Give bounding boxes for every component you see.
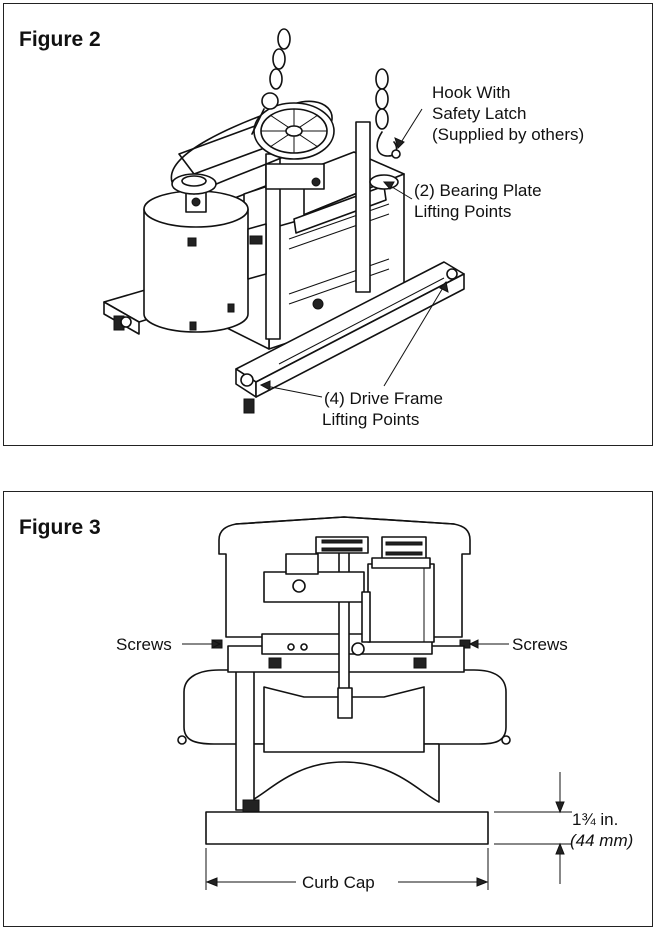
drive-callout-line-2: Lifting Points — [322, 410, 419, 429]
bearing-plate — [227, 541, 465, 719]
drive-callout-line-1: (4) Drive Frame — [324, 389, 443, 408]
belt-and-pulleys — [170, 100, 335, 195]
figure-2-drawing: Hook With Safety Latch (Supplied by othe… — [103, 28, 584, 429]
screws-left-label: Screws — [116, 635, 172, 654]
curb-cap-label: Curb Cap — [302, 873, 375, 892]
hook-callout-line-2: Safety Latch — [432, 104, 527, 123]
screw-leaders — [182, 639, 509, 649]
pulleys — [315, 536, 427, 562]
dimension-metric-label: (44 mm) — [570, 831, 633, 850]
bearing-callout-line-1: (2) Bearing Plate — [414, 181, 542, 200]
figure-3-panel: Figure 3 — [3, 491, 653, 927]
curb-cap-block — [205, 811, 489, 845]
hook-callout-line-1: Hook With — [432, 83, 510, 102]
bearing-callout-line-2: Lifting Points — [414, 202, 511, 221]
figure-3-drawing: Screws Screws Curb Cap 1¾ in. (44 mm) — [116, 516, 633, 892]
figure-2-panel: Figure 2 — [3, 3, 653, 446]
motor-side — [361, 557, 435, 643]
callout-leaders — [259, 108, 449, 398]
curb-cap-dimension — [205, 848, 489, 890]
front-rail — [113, 261, 465, 414]
figure-3-title: Figure 3 — [19, 516, 101, 539]
hook-callout-line-3: (Supplied by others) — [432, 125, 584, 144]
screws-right-label: Screws — [512, 635, 568, 654]
height-dimension — [494, 772, 572, 884]
dimension-label: 1¾ in. — [572, 810, 618, 829]
motor — [143, 190, 267, 333]
figure-2-title: Figure 2 — [19, 28, 101, 51]
